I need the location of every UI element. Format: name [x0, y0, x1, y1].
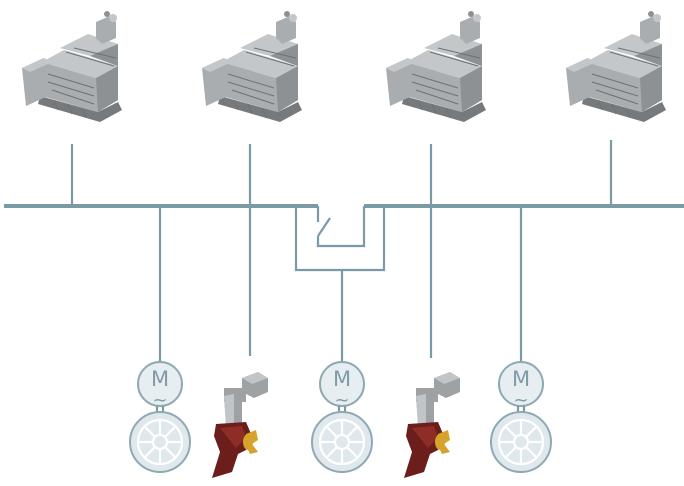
- electric-motor-propeller-icon: [489, 360, 553, 474]
- electric-motor-propeller-icon: M: [128, 360, 192, 474]
- generator-2-icon: [201, 10, 303, 123]
- bus-tie-switch-icon: [294, 206, 386, 366]
- electric-motor-propeller-icon: [310, 360, 374, 474]
- azimuth-thruster-icon: [404, 372, 460, 478]
- generator-3-icon: [385, 10, 487, 123]
- azimuth-thruster-icon: [212, 372, 268, 478]
- generator-1-icon: [21, 10, 123, 123]
- generator-4-icon: [565, 10, 667, 123]
